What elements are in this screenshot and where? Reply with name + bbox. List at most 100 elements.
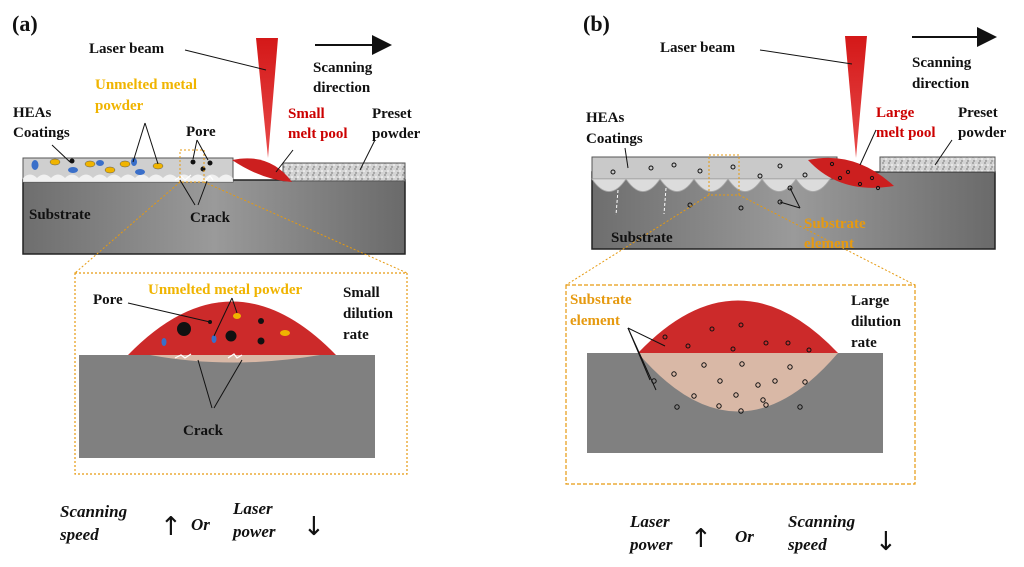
panel-b-scan-label-1: Scanning xyxy=(912,55,972,71)
panel-a-detail-leader xyxy=(213,359,243,409)
panel-a-trend-left-1: Scanning xyxy=(60,502,128,521)
panel-a-leader xyxy=(184,49,267,71)
panel-a-melt-pool-label-1: Small xyxy=(288,106,325,122)
panel-a-detail-substrate xyxy=(79,355,375,458)
panel-b-laser-beam-label: Laser beam xyxy=(660,40,736,56)
panel-b-substrate-element-label-2: element xyxy=(804,236,854,252)
panel-b-detail-element-particles xyxy=(651,322,812,414)
panel-b-melt-pool-label-2: melt pool xyxy=(876,125,936,141)
panel-b-trend-left-1: Laser xyxy=(629,512,670,531)
panel-b-detail-melt-pool xyxy=(638,300,838,353)
panel-a-trend-right-1: Laser xyxy=(232,499,273,518)
panel-b-detail-dilution-label-2: dilution xyxy=(851,314,902,330)
panel-a-detail-crack-mark xyxy=(227,353,243,359)
panel-a-detail-powder xyxy=(233,313,241,319)
panel-a-detail-dilution-label-2: dilution xyxy=(343,306,394,322)
panel-a-leader xyxy=(275,149,294,173)
panel-b-leader xyxy=(624,147,629,169)
panel-a-leader xyxy=(51,144,71,163)
panel-a-zoom-line xyxy=(74,181,181,274)
panel-b-zoom-line xyxy=(738,194,916,286)
panel-b-preset-powder-layer xyxy=(879,156,996,173)
panel-a-preset-label-2: powder xyxy=(372,126,421,142)
panel-b-tag: (b) xyxy=(583,11,610,36)
panel-b-diffusion-mark xyxy=(615,189,619,216)
panel-a-detail-pore xyxy=(257,337,265,345)
panel-a: (a) xyxy=(12,11,421,544)
panel-a-zoom-line xyxy=(203,181,408,274)
panel-a-detail-unmelted-label: Unmelted metal powder xyxy=(148,282,302,298)
panel-b-scan-label-2: direction xyxy=(912,76,970,92)
panel-a-detail-powder xyxy=(211,335,217,343)
panel-a-leader xyxy=(192,139,198,160)
panel-b-laser-beam xyxy=(845,36,867,158)
panel-a-detail-dilution-label-3: rate xyxy=(343,327,369,343)
panel-b-trend-down-arrow: ↓ xyxy=(875,527,897,557)
panel-b-leader xyxy=(759,49,853,65)
panel-b: (b) xyxy=(565,11,1007,557)
panel-a-pore-label: Pore xyxy=(186,124,216,140)
panel-a-detail-pore-label: Pore xyxy=(93,292,123,308)
panel-a-crack-mark xyxy=(204,175,214,182)
panel-a-leader xyxy=(144,122,159,165)
panel-b-substrate-label: Substrate xyxy=(611,230,673,246)
panel-a-preset-label-1: Preset xyxy=(372,106,412,122)
panel-b-heas-label-1: HEAs xyxy=(586,110,625,126)
panel-a-detail-pore xyxy=(258,318,264,324)
panel-a-trend-left-2: speed xyxy=(59,525,99,544)
panel-a-detail-crack-mark xyxy=(174,353,192,359)
panel-a-detail-powder xyxy=(161,338,167,346)
panel-b-melt-pool xyxy=(808,157,894,188)
panel-a-trend-down-arrow: ↓ xyxy=(303,512,325,542)
panel-a-detail-melt-pool xyxy=(128,301,336,355)
panel-b-leader xyxy=(934,139,953,166)
panel-a-melt-pool-label-2: melt pool xyxy=(288,126,348,142)
panel-a-melt-pool xyxy=(232,158,292,182)
panel-b-detail-box xyxy=(565,284,916,485)
panel-b-detail-leader xyxy=(627,327,657,391)
panel-a-trend-right-2: power xyxy=(231,522,276,541)
panel-a-coating-waves xyxy=(23,174,233,182)
panel-b-element-particles xyxy=(610,161,881,211)
panel-b-trend-left-2: power xyxy=(628,535,673,554)
panel-a-unmelted-label-2: powder xyxy=(95,98,144,114)
panel-a-zoom-region xyxy=(179,149,205,183)
panel-b-coating-layer xyxy=(591,156,838,180)
panel-b-preset-label-2: powder xyxy=(958,125,1007,141)
panel-b-detail-element-label-1: Substrate xyxy=(570,292,632,308)
panel-b-melt-pool-label-1: Large xyxy=(876,105,915,121)
panel-a-detail-leader xyxy=(213,297,233,337)
panel-b-detail-element-label-2: element xyxy=(570,313,620,329)
panel-b-detail-dilution-label-3: rate xyxy=(851,335,877,351)
panel-a-tag: (a) xyxy=(12,11,38,36)
panel-b-leader xyxy=(859,129,877,166)
panel-a-detail-powder xyxy=(280,330,290,336)
panel-a-detail-dilution-zone xyxy=(150,355,320,363)
panel-a-detail-leader xyxy=(197,359,213,409)
panel-a-detail-leader xyxy=(127,302,211,323)
panel-b-substrate-block xyxy=(591,171,996,250)
panel-a-preset-powder-layer xyxy=(282,162,406,182)
panel-a-detail-crack-label: Crack xyxy=(183,423,224,439)
panel-b-detail-leader xyxy=(627,327,666,347)
panel-a-leader xyxy=(359,139,376,171)
panel-b-trend-right-1: Scanning xyxy=(788,512,856,531)
panel-a-heas-label-2: Coatings xyxy=(13,125,70,141)
panel-a-leader xyxy=(196,139,209,161)
panel-b-diffusion-mark xyxy=(663,187,667,215)
panel-b-trend-or: Or xyxy=(735,527,754,546)
panel-a-crack-mark xyxy=(174,174,192,181)
panel-a-scan-label-1: Scanning xyxy=(313,60,373,76)
panel-a-leader xyxy=(179,179,196,206)
panel-b-zoom-line xyxy=(565,194,710,286)
panel-b-leader xyxy=(789,187,801,209)
panel-a-trend-up-arrow: ↑ xyxy=(160,512,182,542)
panel-a-substrate-block xyxy=(22,179,406,255)
panel-a-leader xyxy=(197,180,208,206)
panel-a-laser-beam-label: Laser beam xyxy=(89,41,165,57)
panel-a-scan-label-2: direction xyxy=(313,80,371,96)
panel-a-detail-leader xyxy=(231,297,238,314)
panel-b-zoom-region xyxy=(708,154,740,196)
